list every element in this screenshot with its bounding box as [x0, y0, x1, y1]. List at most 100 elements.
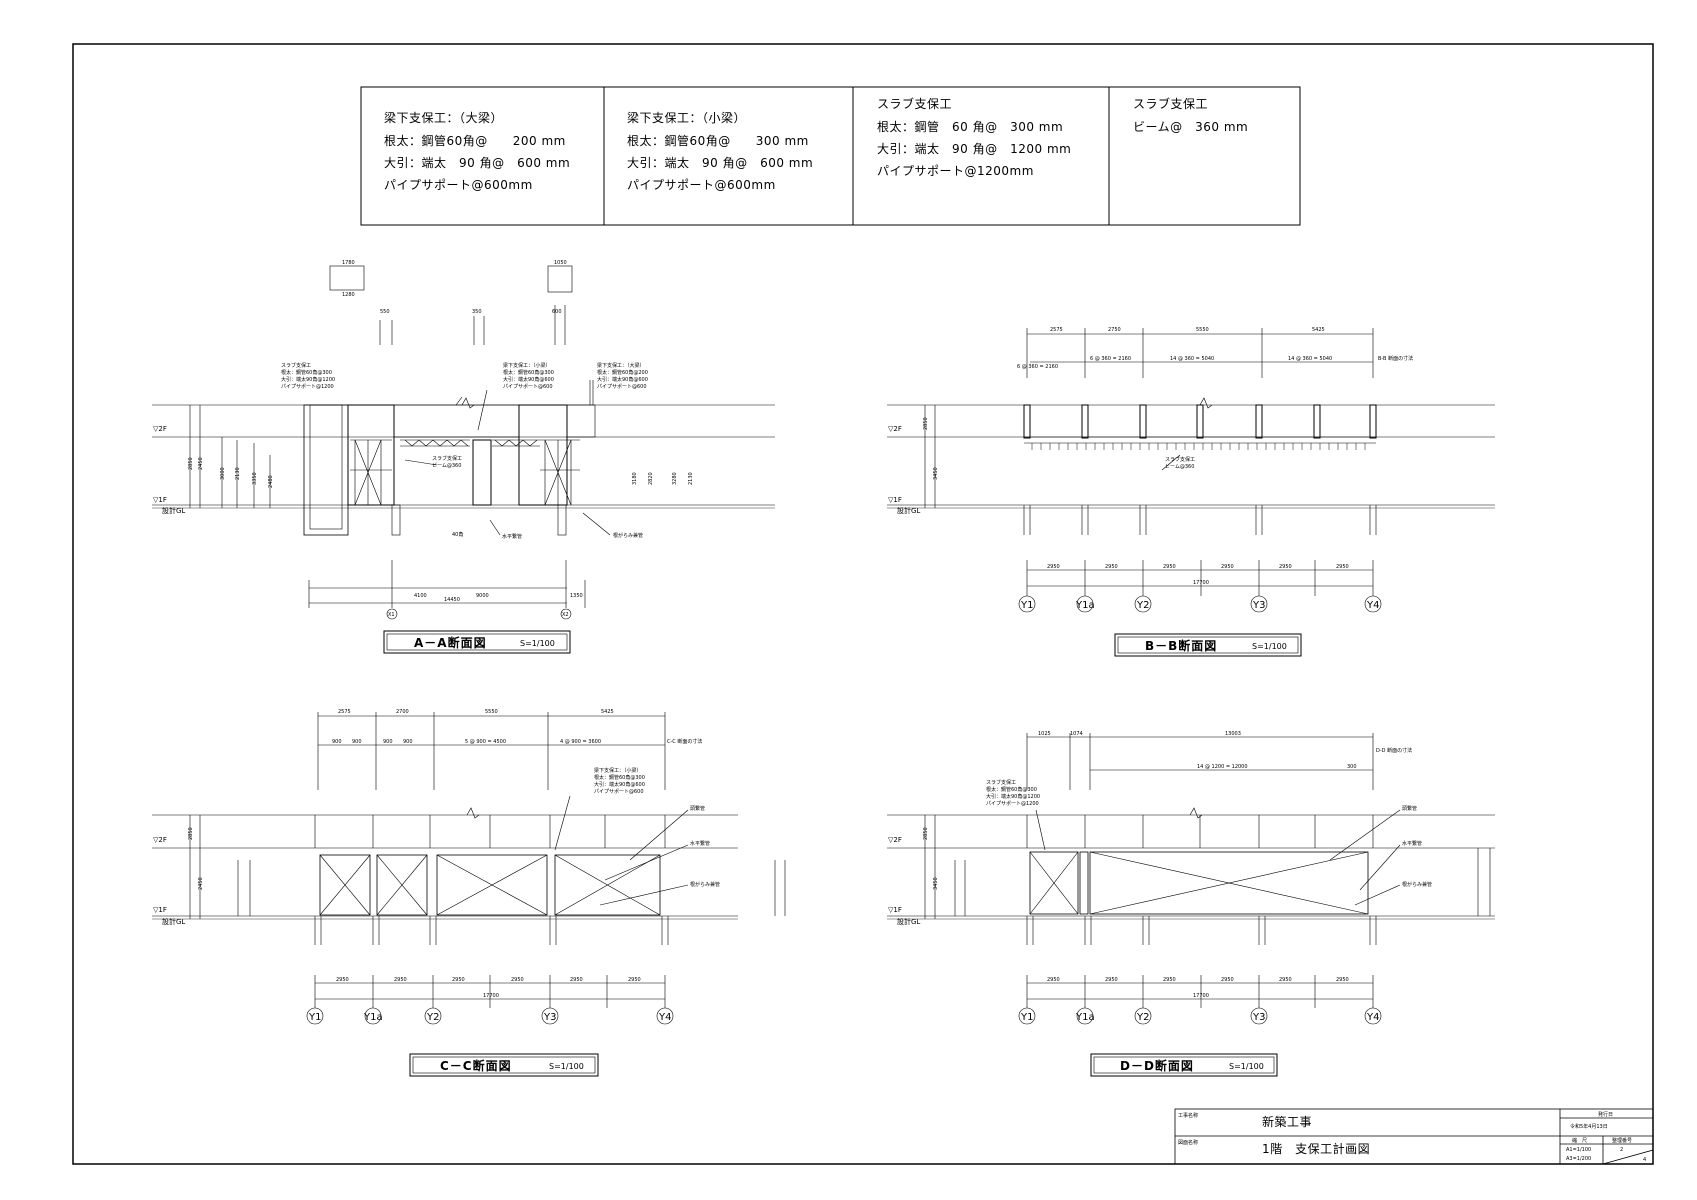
cc-bay-6: 2950 [628, 977, 641, 983]
cc-tie-note: 頭繋管 [690, 805, 705, 812]
bb-sub-4: 14 @ 360 = 5040 [1288, 356, 1332, 362]
spec-1-line-1: 梁下支保工：（大梁） [384, 110, 503, 125]
tb-sheet-total: 4 [1643, 1157, 1646, 1163]
cc-sub-6: 4 @ 900 = 3600 [560, 739, 601, 745]
dd-axis-y1: Y1 [1020, 1012, 1033, 1023]
bb-level-gl: 設計GL [897, 506, 920, 515]
aa-h-2130: 2130 [235, 467, 241, 480]
dd-brace-note: 根がらみ兼管 [1402, 881, 1432, 888]
aa-small-note-2: 根太：鋼管60角@300 [503, 369, 554, 376]
dd-bay-6: 2950 [1336, 977, 1349, 983]
bb-sub-1: 6 @ 360 = 2160 [1017, 364, 1058, 370]
aa-axis-x2: X2 [562, 612, 569, 618]
aa-supports-right [540, 439, 580, 506]
cc-top-3: 5550 [485, 709, 498, 715]
spec-1-line-3: 大引：端太 90 角@ 600 mm [384, 155, 570, 170]
aa-slab-note-3: 大引：端太90角@1200 [281, 376, 335, 383]
bb-total: 17700 [1193, 580, 1209, 586]
cc-scale: S=1/100 [549, 1062, 584, 1071]
cc-total: 17700 [483, 993, 499, 999]
cc-small-note-1: 梁下支保工：（小梁） [594, 767, 642, 774]
tb-scale-label: 縮 尺 [1572, 1137, 1587, 1144]
aa-dim-right: 1350 [570, 593, 583, 599]
aa-beam-note-1: スラブ支保工 [432, 455, 462, 462]
aa-40kaku: 40角 [452, 531, 463, 538]
sheet-border [72, 43, 1654, 1165]
spec-4-line-2: ビーム@ 360 mm [1133, 120, 1248, 134]
dd-bay-3: 2950 [1163, 977, 1176, 983]
bb-bay-1: 2950 [1047, 564, 1060, 570]
bb-axis-y3: Y3 [1252, 600, 1265, 611]
aa-supports-left [350, 439, 392, 506]
aa-top-550: 550 [380, 309, 390, 315]
aa-h-2820: 2820 [648, 472, 654, 485]
dd-bay-5: 2950 [1279, 977, 1292, 983]
dd-tie-note: 頭繋管 [1402, 805, 1417, 812]
bb-top-2: 2750 [1108, 327, 1121, 333]
dd-dim-note: D-D 断面の寸法 [1376, 747, 1412, 754]
cc-sub-4: 900 [403, 739, 413, 745]
spec-2-line-1: 梁下支保工：（小梁） [627, 110, 746, 125]
cc-title: C－C断面図 [440, 1058, 512, 1073]
cc-axis-y1a: Y1a [363, 1012, 383, 1023]
bb-beam-note-1: スラブ支保工 [1165, 456, 1195, 463]
aa-small-note-1: 梁下支保工：（小梁） [503, 362, 551, 369]
bb-axis-y2: Y2 [1136, 600, 1149, 611]
dd-sub-2: 300 [1347, 764, 1357, 770]
dd-bay-2: 2950 [1105, 977, 1118, 983]
aa-big-note-3: 大引：端太90角@600 [597, 376, 648, 383]
tb-drawing-label: 図面名称 [1178, 1139, 1198, 1146]
aa-axis-x1: X1 [388, 612, 395, 618]
dd-scale: S=1/100 [1229, 1062, 1264, 1071]
aa-h-2850: 2850 [188, 457, 194, 470]
aa-top-1050: 1050 [554, 260, 567, 266]
dd-slab-note-1: スラブ支保工 [986, 779, 1016, 786]
dd-top-3: 13003 [1225, 731, 1241, 737]
bb-sub-2: 6 @ 360 = 2160 [1090, 356, 1131, 362]
cc-sub-3: 900 [383, 739, 393, 745]
tb-issue-label: 発行日 [1598, 1111, 1613, 1118]
cc-sub-2: 900 [352, 739, 362, 745]
cc-level-2f: ▽2F [153, 836, 167, 844]
aa-beam-note-2: ビーム@360 [432, 462, 461, 469]
dd-top-2: 1074 [1070, 731, 1083, 737]
bb-top-4: 5425 [1312, 327, 1325, 333]
aa-slab-note-2: 根太：鋼管60角@300 [281, 369, 332, 376]
aa-slab-note-4: パイプサポート@1200 [281, 383, 334, 390]
cc-axis-y3: Y3 [543, 1012, 556, 1023]
aa-top-1280: 1280 [342, 292, 355, 298]
cc-bay-5: 2950 [570, 977, 583, 983]
bb-axis-y1a: Y1a [1075, 600, 1095, 611]
cc-bay-2: 2950 [394, 977, 407, 983]
spec-2-line-4: パイプサポート@600mm [627, 178, 776, 192]
bb-bay-4: 2950 [1221, 564, 1234, 570]
section-cc: ▽2F ▽1F 設計GL 2850 2450 2950 2950 2950 29… [152, 709, 786, 1025]
tb-drawing: 1階 支保工計画図 [1262, 1141, 1370, 1156]
bb-title: B－B断面図 [1145, 638, 1217, 653]
aa-slab-note-1: スラブ支保工 [281, 362, 311, 369]
aa-h-3280: 3280 [672, 472, 678, 485]
spec-3-line-4: パイプサポート@1200mm [877, 164, 1034, 178]
bb-beam-ticks [1031, 443, 1366, 450]
tb-sheet-no: 2 [1620, 1147, 1623, 1153]
dd-title: D－D断面図 [1120, 1058, 1194, 1073]
dd-axis-y1a: Y1a [1075, 1012, 1095, 1023]
spec-3-line-3: 大引：端太 90 角@ 1200 mm [877, 141, 1071, 156]
dd-level-gl: 設計GL [897, 917, 920, 926]
aa-brace-note: 根がらみ兼管 [613, 532, 643, 539]
cc-sub-1: 900 [332, 739, 342, 745]
cc-small-note-2: 根太：鋼管60角@300 [594, 774, 645, 781]
bb-beam-note-2: ビーム@360 [1165, 463, 1194, 470]
aa-h-2450: 2450 [198, 457, 204, 470]
cc-horiz-note: 水平繋管 [690, 840, 710, 847]
dd-bay-1: 2950 [1047, 977, 1060, 983]
bb-sub-3: 14 @ 360 = 5040 [1170, 356, 1214, 362]
cc-small-note-3: 大引：端太90角@600 [594, 781, 645, 788]
spec-4-line-1: スラブ支保工 [1133, 96, 1208, 111]
cc-bay-4: 2950 [511, 977, 524, 983]
section-bb: ▽2F ▽1F 設計GL 2850 3450 2950 2950 2950 29… [887, 327, 1495, 613]
aa-h-2480: 2480 [268, 475, 274, 488]
cc-bay-1: 2950 [336, 977, 349, 983]
aa-top-600: 600 [552, 309, 562, 315]
